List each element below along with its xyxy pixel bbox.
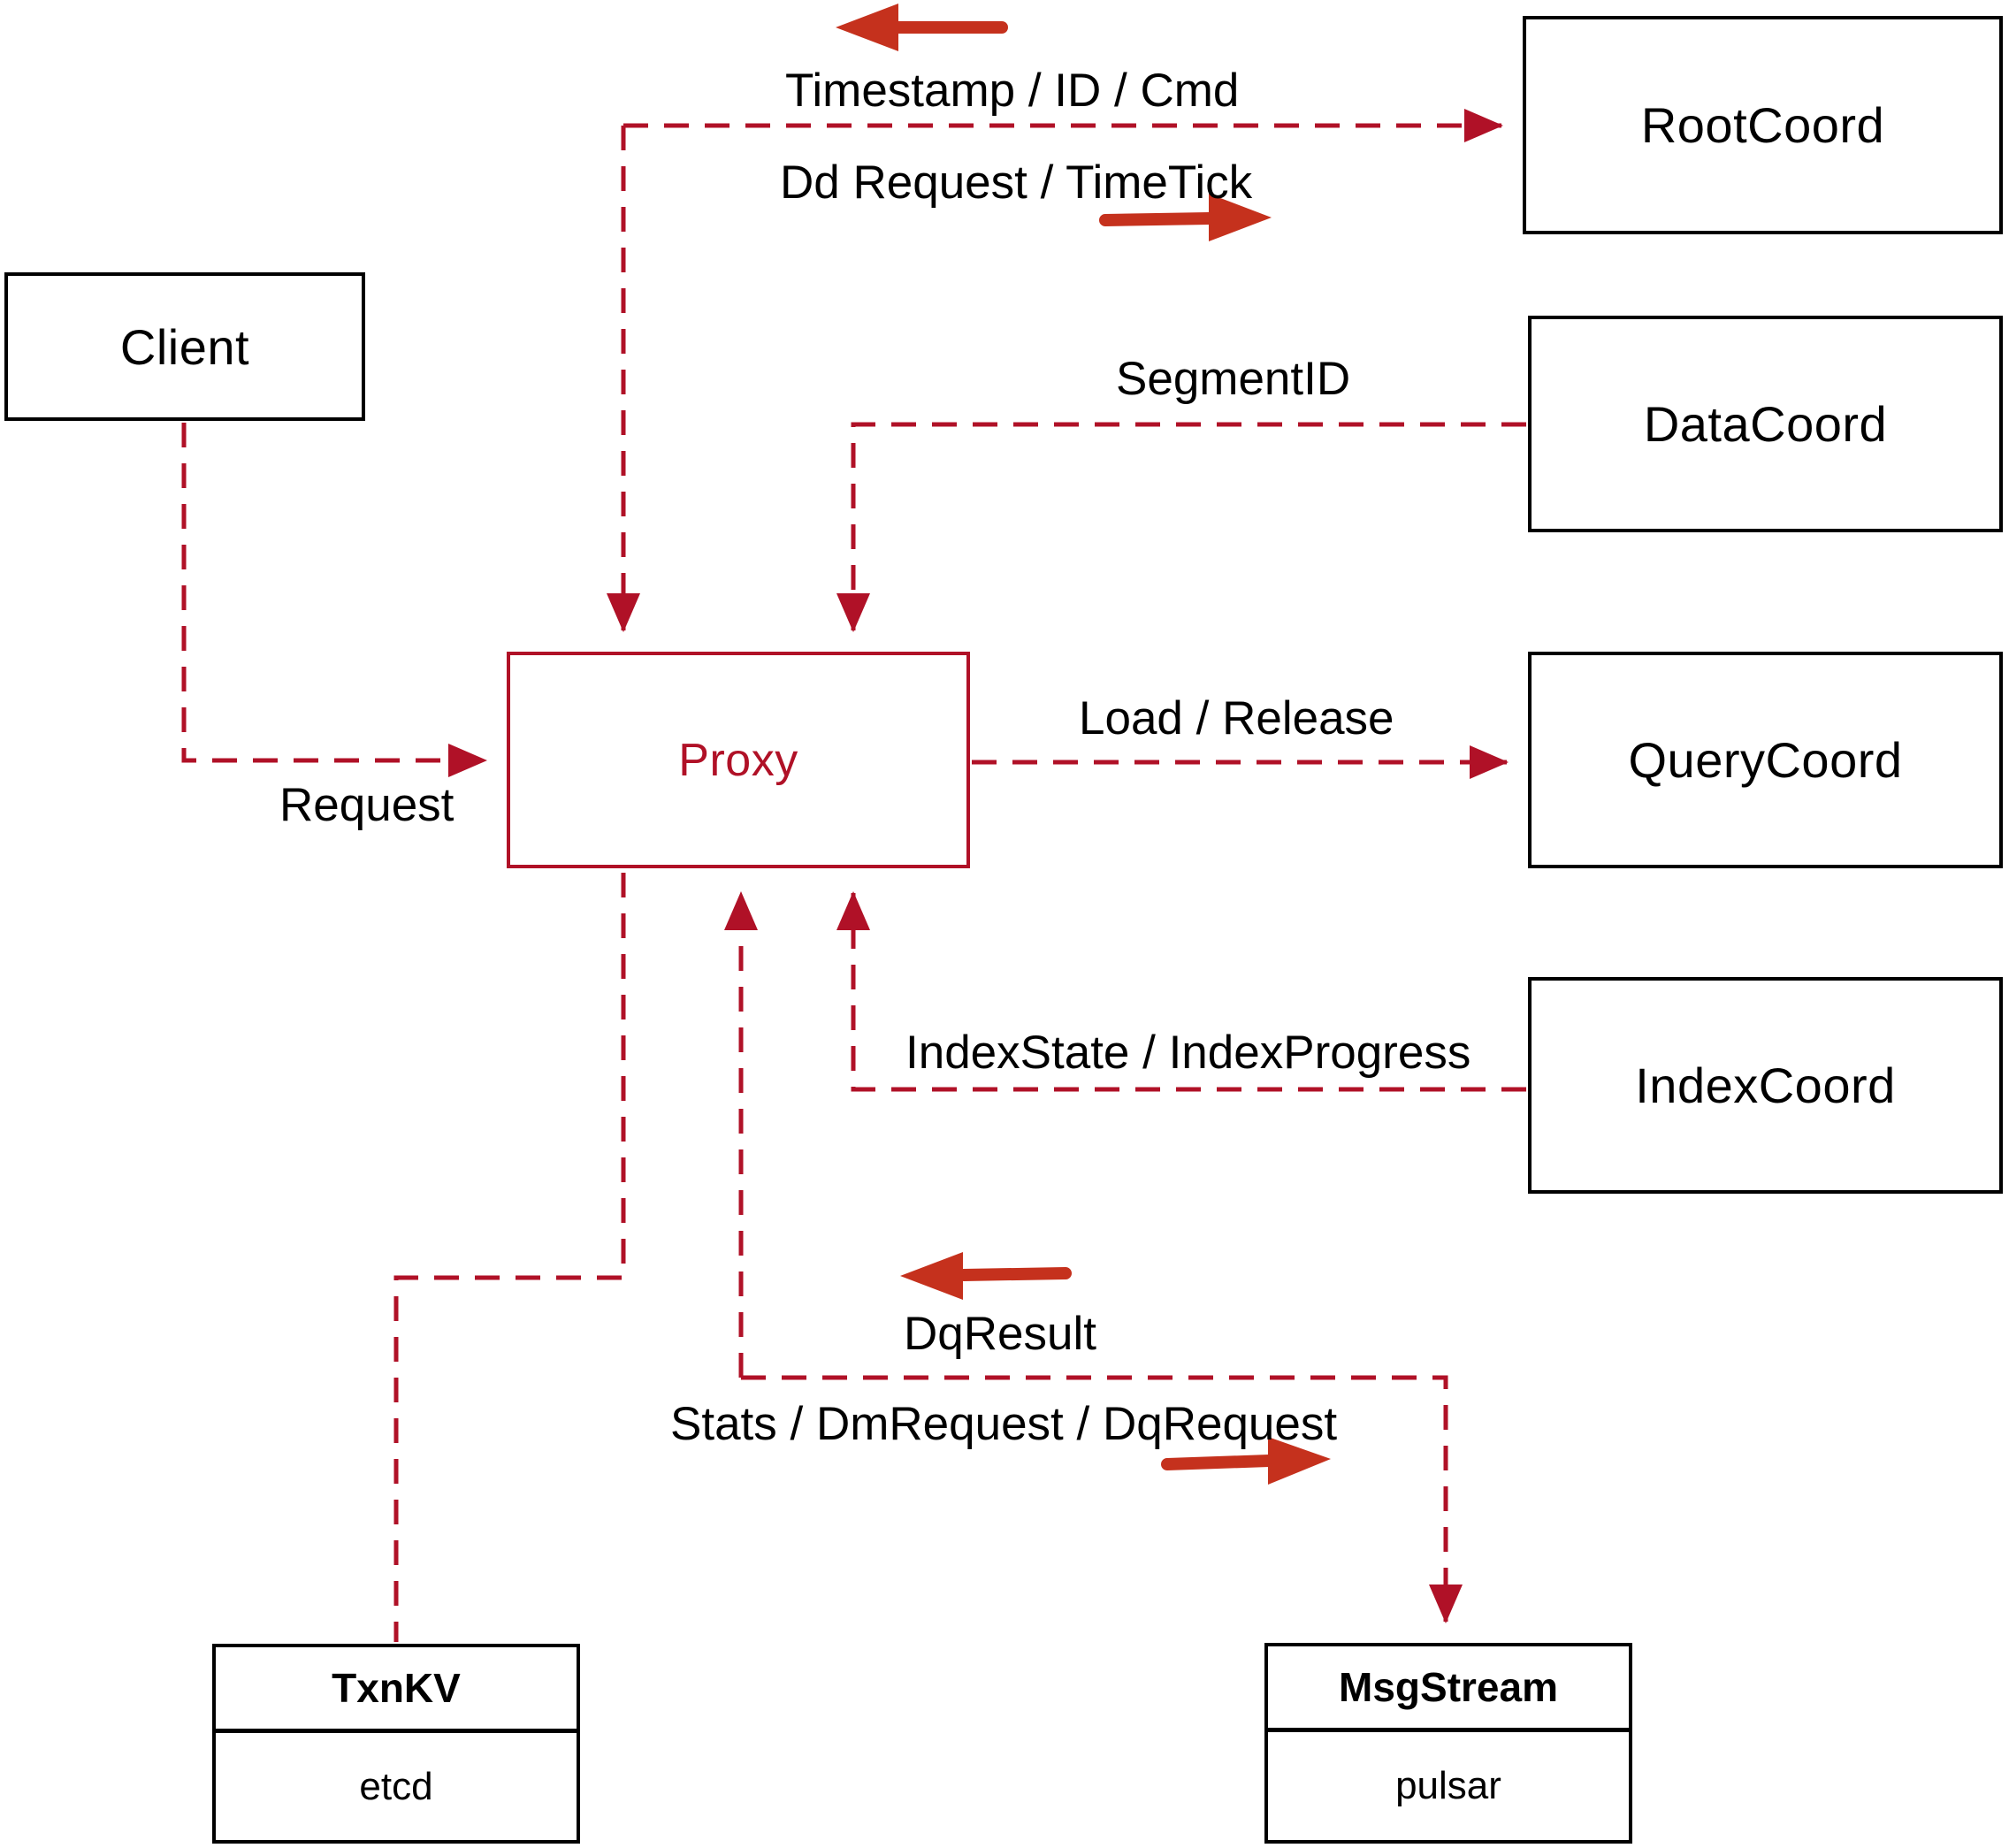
node-client: Client bbox=[4, 272, 365, 421]
node-rootcoord-label: RootCoord bbox=[1640, 97, 1885, 153]
arrow-left-timestamp bbox=[836, 4, 1008, 51]
node-msgstream-subtitle: pulsar bbox=[1395, 1764, 1501, 1807]
node-querycoord: QueryCoord bbox=[1528, 652, 2003, 868]
edge-indexcoord-to-proxy bbox=[836, 891, 1526, 1092]
arrow-right-dd-request bbox=[1099, 194, 1272, 241]
edge-label-timestamp-id-cmd: Timestamp / ID / Cmd bbox=[785, 65, 1240, 117]
edge-label-dqresult: DqResult bbox=[904, 1308, 1096, 1360]
edge-label-dd-request-timetick: Dd Request / TimeTick bbox=[780, 157, 1253, 209]
node-proxy-label: Proxy bbox=[678, 734, 798, 786]
edge-label-load-release: Load / Release bbox=[1079, 692, 1394, 745]
node-indexcoord: IndexCoord bbox=[1528, 977, 2003, 1194]
node-datacoord: DataCoord bbox=[1528, 316, 2003, 532]
arrow-left-dqresult bbox=[900, 1252, 1072, 1300]
edge-datacoord-to-proxy bbox=[836, 422, 1526, 632]
node-msgstream-title: MsgStream bbox=[1268, 1646, 1629, 1732]
node-proxy: Proxy bbox=[507, 652, 970, 868]
node-datacoord-label: DataCoord bbox=[1643, 396, 1888, 452]
node-txnkv-title: TxnKV bbox=[216, 1647, 577, 1733]
node-txnkv-subtitle: etcd bbox=[359, 1764, 433, 1808]
edge-label-segmentid: SegmentID bbox=[1116, 353, 1351, 405]
edge-label-stats-dmrequest-dqrequest: Stats / DmRequest / DqRequest bbox=[670, 1398, 1338, 1450]
edge-client-to-proxy bbox=[181, 423, 487, 777]
node-client-label: Client bbox=[119, 318, 250, 375]
edge-proxy-to-txnkv bbox=[393, 873, 626, 1642]
edge-label-request: Request bbox=[279, 779, 455, 831]
arrow-right-stats bbox=[1161, 1437, 1331, 1485]
node-rootcoord: RootCoord bbox=[1523, 16, 2003, 234]
edge-label-indexstate-indexprogress: IndexState / IndexProgress bbox=[905, 1027, 1471, 1079]
node-indexcoord-label: IndexCoord bbox=[1635, 1058, 1896, 1113]
edge-proxy-to-msgstream bbox=[741, 1375, 1463, 1623]
node-querycoord-label: QueryCoord bbox=[1628, 732, 1903, 788]
node-txnkv: TxnKV etcd bbox=[212, 1644, 580, 1844]
node-msgstream: MsgStream pulsar bbox=[1264, 1643, 1632, 1844]
